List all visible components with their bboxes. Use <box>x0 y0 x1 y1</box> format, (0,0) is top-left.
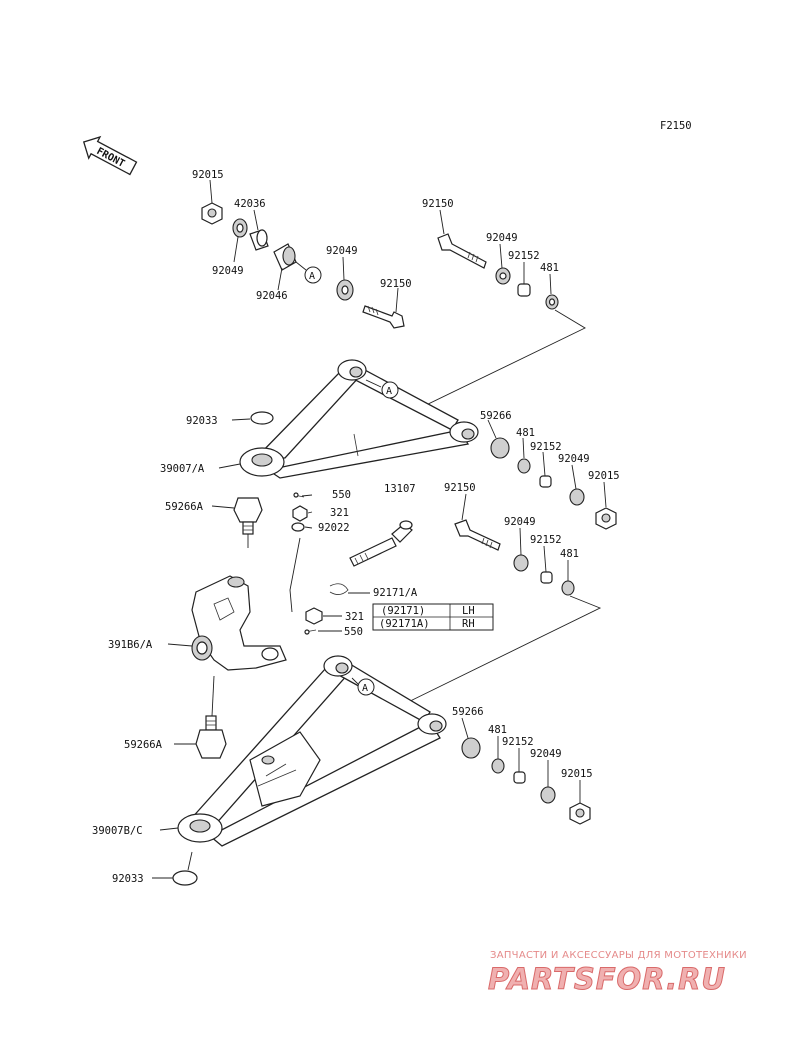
label-92152-d: 92152 <box>502 736 534 748</box>
top-bushing-group <box>201 202 405 329</box>
label-92049-f: 92049 <box>530 748 562 760</box>
lower-right-bushing-stack <box>461 737 591 825</box>
label-92049-c: 92049 <box>486 232 518 244</box>
label-92049-b: 92049 <box>326 245 358 257</box>
upper-right-bushing-stack <box>490 437 617 530</box>
label-92171a: 92171/A <box>373 587 418 599</box>
spindle <box>349 520 413 567</box>
label-481-a: 481 <box>540 262 559 274</box>
table-side-2: RH <box>462 618 475 630</box>
label-92150-a: 92150 <box>380 278 412 290</box>
label-92015-top: 92015 <box>192 169 224 181</box>
callout-a-3: A <box>351 677 375 696</box>
label-481-d: 481 <box>488 724 507 736</box>
label-550-a: 550 <box>332 489 351 501</box>
side-table: (92171) LH (92171A) RH <box>372 603 494 631</box>
label-39007bc: 39007B/C <box>92 825 143 837</box>
label-92046: 92046 <box>256 290 288 302</box>
label-321-a: 321 <box>330 507 349 519</box>
upper-ball-joint <box>233 497 263 548</box>
figure-code: F2150 <box>660 120 692 132</box>
upper-a-arm <box>239 359 479 479</box>
lower-a-arm <box>177 655 447 847</box>
svg-text:A: A <box>362 683 368 694</box>
steering-knuckle <box>191 575 287 671</box>
label-59266a-top: 59266A <box>165 501 204 513</box>
label-92152-a: 92152 <box>508 250 540 262</box>
label-92150-c: 92150 <box>444 482 476 494</box>
callout-a-1: A <box>295 261 322 284</box>
label-39007a: 39007/A <box>160 463 205 475</box>
svg-text:A: A <box>386 386 392 397</box>
table-code-1: (92171) <box>381 605 425 617</box>
front-arrow-icon: FRONT <box>82 135 138 176</box>
label-59266a-bot: 59266A <box>124 739 163 751</box>
svg-text:A: A <box>309 271 315 282</box>
upper-small-hardware <box>291 492 308 532</box>
label-481-b: 481 <box>516 427 535 439</box>
label-59266-a: 59266 <box>480 410 512 422</box>
label-59266-b: 59266 <box>452 706 484 718</box>
label-92049-d: 92049 <box>558 453 590 465</box>
label-92015-c: 92015 <box>561 768 593 780</box>
circlip-bottom <box>172 870 198 886</box>
watermark-tagline: ЗАПЧАСТИ И АКСЕССУАРЫ ДЛЯ МОТОТЕХНИКИ <box>490 950 747 961</box>
callout-a-2: A <box>365 379 399 399</box>
label-39186a: 391B6/A <box>108 639 153 651</box>
part-number-labels: 92015 42036 92049 92049 92046 92150 9215… <box>92 169 620 885</box>
label-13107: 13107 <box>384 483 416 495</box>
table-code-2: (92171A) <box>379 618 430 630</box>
upper-right-bolt-group <box>437 233 559 310</box>
table-side-1: LH <box>462 605 475 617</box>
label-92015-b: 92015 <box>588 470 620 482</box>
label-92033-top: 92033 <box>186 415 218 427</box>
label-42036: 42036 <box>234 198 266 210</box>
middle-bolt-group <box>454 519 575 596</box>
label-92022: 92022 <box>318 522 350 534</box>
circlip-top <box>250 411 274 425</box>
label-92152-b: 92152 <box>530 441 562 453</box>
watermark-logo: PARTSFOR.RU <box>488 962 726 997</box>
leader-lines <box>152 179 607 879</box>
label-321-b: 321 <box>345 611 364 623</box>
label-550-b: 550 <box>344 626 363 638</box>
label-92152-c: 92152 <box>530 534 562 546</box>
lower-ball-joint <box>195 675 227 759</box>
label-92033-bot: 92033 <box>112 873 144 885</box>
label-481-c: 481 <box>560 548 579 560</box>
label-92049-e: 92049 <box>504 516 536 528</box>
label-92049-a: 92049 <box>212 265 244 277</box>
label-92150-b: 92150 <box>422 198 454 210</box>
lower-small-hardware <box>304 583 349 635</box>
